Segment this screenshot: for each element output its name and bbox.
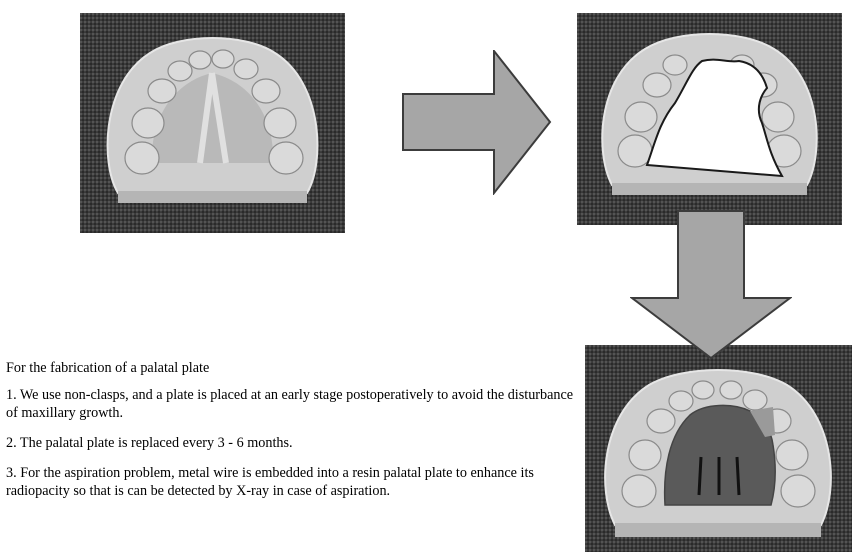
caption-block: For the fabrication of a palatal plate 1… bbox=[6, 359, 578, 512]
caption-point-3: 3. For the aspiration problem, metal wir… bbox=[6, 464, 578, 500]
photo-cast-plate-outline bbox=[577, 13, 842, 225]
caption-point-2: 2. The palatal plate is replaced every 3… bbox=[6, 434, 578, 452]
maxillary-cast-illustration bbox=[80, 13, 345, 233]
cast-plate-outline-illustration bbox=[577, 13, 842, 225]
down-arrow-icon bbox=[630, 210, 792, 360]
caption-heading: For the fabrication of a palatal plate bbox=[6, 359, 578, 377]
photo-maxillary-cast bbox=[80, 13, 345, 233]
finished-plate-illustration bbox=[585, 345, 852, 552]
right-arrow-icon bbox=[402, 50, 552, 195]
photo-finished-palatal-plate bbox=[585, 345, 852, 552]
caption-point-1: 1. We use non-clasps, and a plate is pla… bbox=[6, 386, 578, 422]
